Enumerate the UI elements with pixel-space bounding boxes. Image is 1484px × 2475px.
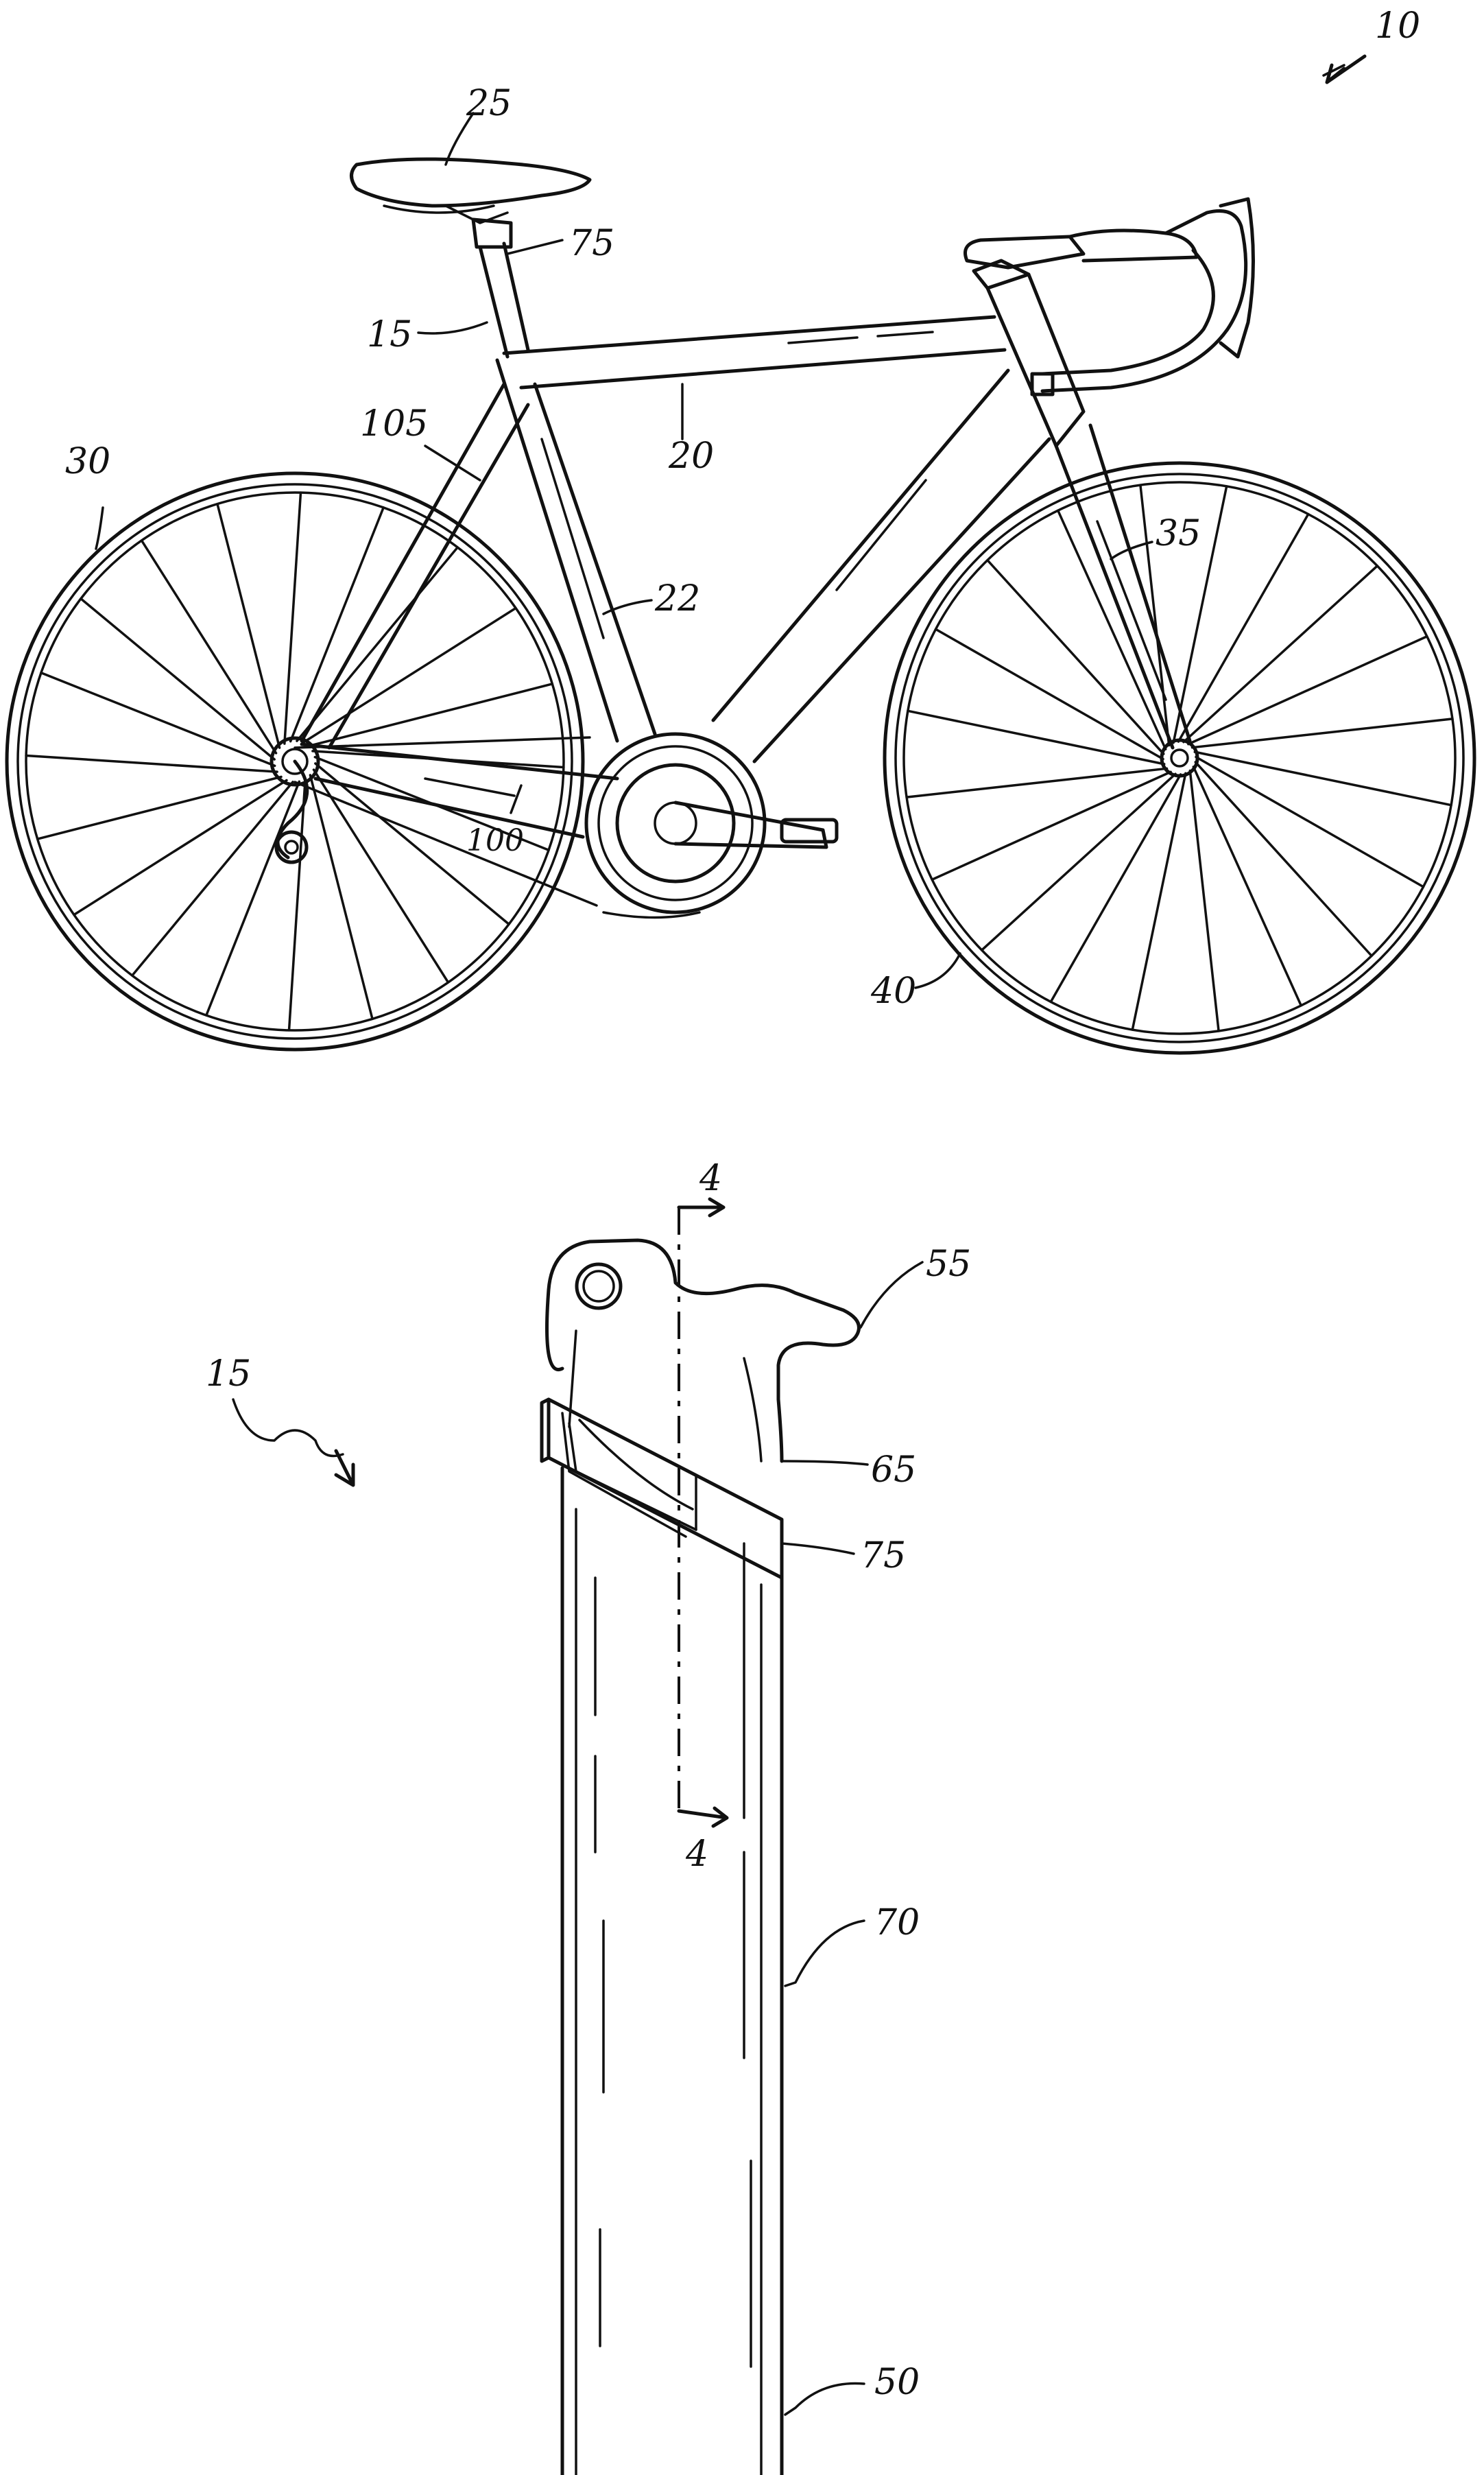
seatpost-upper — [480, 244, 528, 357]
spoke — [81, 599, 274, 759]
spoke — [26, 756, 277, 772]
head-tube — [988, 274, 1084, 446]
label-upper-portion: 65 — [871, 1449, 916, 1491]
label-seat-stay: 105 — [360, 403, 428, 445]
label-front-wheel: 40 — [870, 971, 916, 1012]
band — [542, 1399, 782, 1578]
label-section-bottom: 4 — [685, 1834, 708, 1875]
spoke — [1192, 719, 1452, 748]
spoke — [297, 547, 457, 741]
label-rear-wheel: 30 — [65, 441, 110, 482]
shaft — [562, 1468, 782, 2475]
saddle — [352, 159, 590, 206]
spoke — [982, 774, 1175, 950]
label-fork: 35 — [1156, 513, 1201, 554]
label-shaft: 70 — [874, 1902, 920, 1943]
spoke — [285, 493, 301, 744]
label-section-top: 4 — [699, 1158, 722, 1199]
top-tube — [504, 317, 1005, 388]
label-clamp-head: 55 — [926, 1244, 971, 1285]
spoke — [1184, 566, 1377, 742]
label-bicycle: 10 — [1375, 5, 1420, 47]
label-band-fig2: 75 — [861, 1535, 906, 1576]
label-band: 75 — [569, 223, 614, 264]
spoke — [1188, 637, 1427, 744]
frame — [302, 220, 1190, 837]
spoke — [1190, 770, 1219, 1030]
spoke — [932, 772, 1171, 879]
down-tube — [713, 370, 1049, 761]
leader-lines-fig2 — [233, 1262, 922, 2415]
label-top-tube: 20 — [668, 436, 714, 477]
label-seatpost: 15 — [367, 314, 412, 355]
spoke — [1058, 510, 1166, 749]
label-saddle: 25 — [466, 83, 512, 124]
label-seat-tube: 22 — [654, 578, 700, 619]
bicycle-figure: 10 25 75 15 20 22 30 105 35 100 40 — [7, 5, 1474, 1053]
clamp-head — [547, 1240, 859, 1461]
spoke — [206, 781, 300, 1015]
label-seatpost-fig2: 15 — [206, 1353, 251, 1395]
spoke — [1195, 762, 1372, 956]
handlebar — [966, 199, 1254, 394]
spoke — [907, 768, 1166, 797]
label-chain-stay: 100 — [466, 823, 524, 858]
label-lower-end: 50 — [874, 2362, 920, 2403]
spoke — [132, 782, 293, 975]
seatpost-figure: 4 4 15 55 65 75 70 50 — [206, 1158, 971, 2475]
spoke — [41, 673, 275, 766]
spoke — [1193, 767, 1301, 1006]
